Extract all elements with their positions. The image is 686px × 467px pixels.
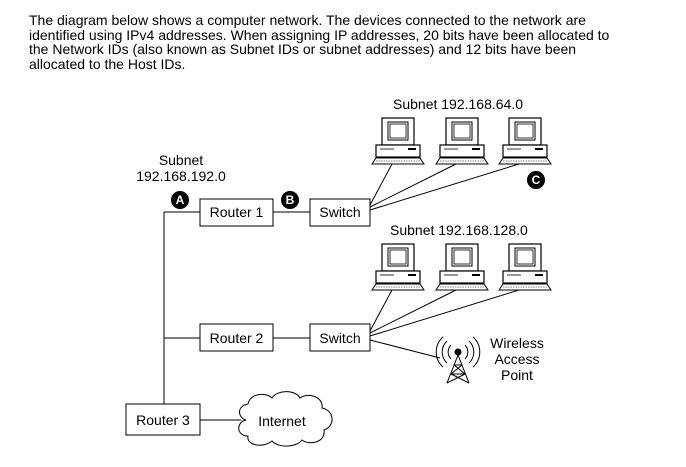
- subnet-left-label-2: 192.168.192.0: [136, 168, 226, 184]
- switch-1-label: Switch: [319, 204, 361, 220]
- computer-top-2: [435, 117, 489, 165]
- computer-mid-3: [498, 243, 552, 291]
- router-1-box: [199, 198, 274, 227]
- intro-line-4: allocated to the Host IDs.: [29, 55, 186, 72]
- network-links: [163, 163, 520, 421]
- computer-top-1: [371, 117, 425, 165]
- marker-c-circle: [527, 171, 545, 189]
- wap-label-1: Wireless: [490, 335, 544, 351]
- intro-text: The diagram below shows a computer netwo…: [29, 13, 659, 71]
- router-3-box: [125, 403, 201, 436]
- computer-mid-2: [435, 243, 489, 291]
- switch-2-label: Switch: [319, 330, 361, 346]
- router-3-label: Router 3: [136, 412, 190, 428]
- switch-1-box: [309, 198, 371, 227]
- marker-a: A: [175, 193, 185, 207]
- intro-line-1: The diagram below shows a computer netwo…: [29, 12, 586, 28]
- internet-cloud: [238, 391, 333, 447]
- marker-a-circle: [171, 191, 189, 209]
- intro-line-3: the Network IDs (also known as Subnet ID…: [29, 41, 577, 57]
- computer-mid-1: [371, 243, 425, 291]
- router-2-box: [199, 323, 274, 352]
- marker-b-circle: [281, 191, 299, 209]
- intro-line-2: identified using IPv4 addresses. When as…: [29, 26, 610, 43]
- marker-c: C: [531, 173, 541, 187]
- wap-label-2: Access: [494, 351, 540, 367]
- subnet-mid-label: Subnet 192.168.128.0: [390, 222, 528, 238]
- computer-top-3: [498, 117, 552, 165]
- switch-2-box: [309, 323, 371, 352]
- wap-label-3: Point: [501, 367, 533, 383]
- router-2-label: Router 2: [209, 330, 264, 346]
- subnet-left-label-1: Subnet: [158, 152, 204, 168]
- marker-b: B: [285, 193, 295, 207]
- router-1-label: Router 1: [209, 204, 264, 220]
- internet-label: Internet: [258, 413, 306, 429]
- subnet-top-label: Subnet 192.168.64.0: [393, 96, 524, 112]
- wireless-access-point-icon: [435, 336, 481, 384]
